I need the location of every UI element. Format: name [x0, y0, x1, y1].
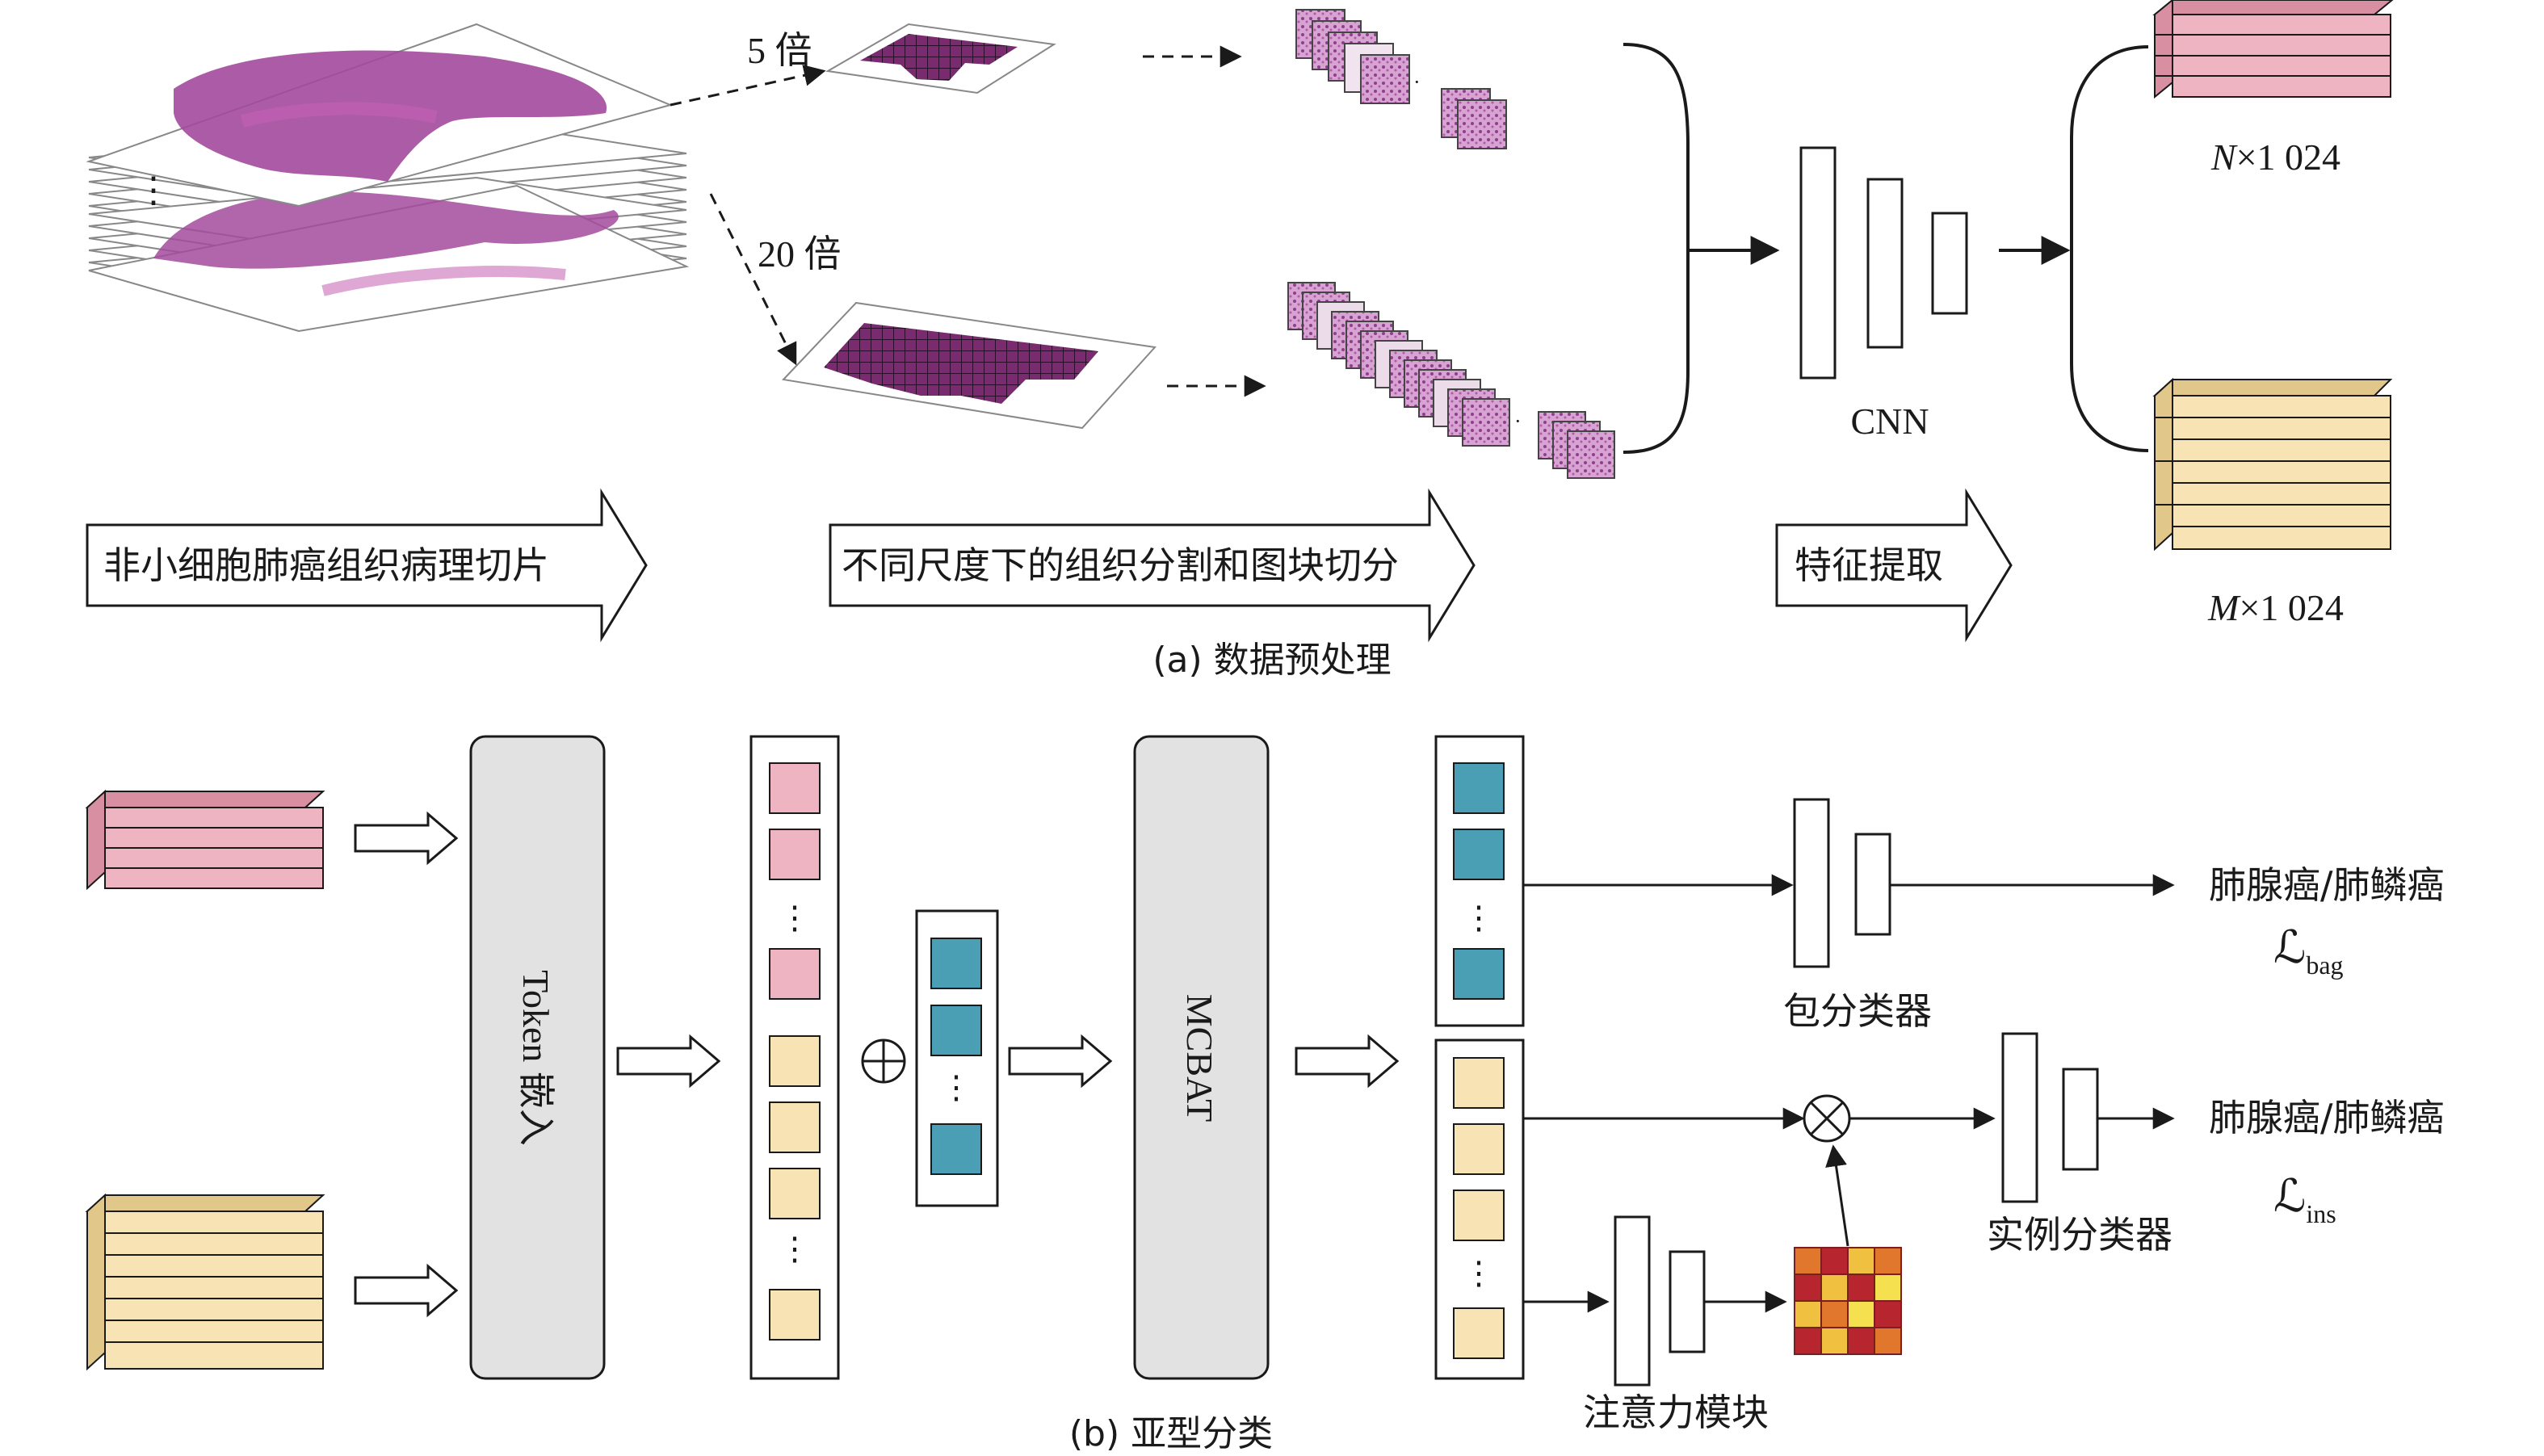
label-20x: 20 倍: [758, 233, 842, 275]
attention-module-block: [1614, 1215, 1706, 1387]
label-5x: 5 倍: [747, 30, 812, 71]
position-column: ⋮: [915, 909, 999, 1207]
stack-ellipsis: ⋮: [136, 170, 171, 210]
arrow-heatmap-to-multiply: [1825, 1144, 1849, 1247]
cnn-label: CNN: [1850, 401, 1929, 442]
svg-text:非小细胞肺癌组织病理切片: 非小细胞肺癌组织病理切片: [103, 543, 549, 587]
input-cube-m: [85, 1193, 325, 1371]
merge-brace: [1623, 43, 1690, 454]
svg-text:⋮: ⋮: [1463, 900, 1495, 936]
hollow-arrows: [354, 811, 1400, 1318]
instance-classifier-label: 实例分类器: [1987, 1213, 2172, 1257]
process-arrow-extract: 特征提取: [1775, 488, 2013, 643]
caption-b: (b) 亚型分类: [1069, 1413, 1273, 1454]
tiles-5x: [825, 23, 1056, 94]
svg-text:⋮: ⋮: [779, 900, 811, 936]
input-cube-n: [85, 789, 325, 891]
feature-cube-m: [2152, 377, 2393, 552]
feature-n-label: N×1 024: [2210, 136, 2340, 178]
svg-text:⋮: ⋮: [940, 1069, 972, 1106]
attention-heatmap: [1794, 1247, 1902, 1355]
output-label-top: 肺腺癌/肺鳞癌: [2209, 863, 2445, 907]
output-instance-column: ⋮: [1434, 1039, 1525, 1380]
arrow-to-20x: [709, 193, 797, 366]
slide-stack: ⋮: [86, 23, 690, 333]
patches-20x: ·: [1287, 282, 1615, 479]
mcbat-label: MCBAT: [1179, 994, 1220, 1122]
circle-plus-icon: [861, 1039, 906, 1084]
svg-text:·: ·: [1514, 409, 1522, 433]
token-embed-label: Token 嵌入: [515, 970, 556, 1146]
output-label-bottom: 肺腺癌/肺鳞癌: [2209, 1096, 2445, 1139]
split-brace: [2070, 45, 2149, 452]
svg-text:⋮: ⋮: [779, 1231, 811, 1267]
feature-cube-n: [2152, 0, 2394, 99]
arrow-to-5x: [670, 65, 826, 107]
svg-text:不同尺度下的组织分割和图块切分: 不同尺度下的组织分割和图块切分: [842, 543, 1399, 587]
loss-bag: ℒbag: [2273, 923, 2344, 980]
output-class-column: ⋮: [1434, 735, 1525, 1027]
bag-classifier-label: 包分类器: [1783, 989, 1932, 1033]
circle-times-icon: [1803, 1094, 1851, 1143]
feature-m-label: M×1 024: [2207, 587, 2344, 628]
svg-text:·: ·: [1413, 70, 1421, 94]
caption-a: (a) 数据预处理: [1152, 640, 1391, 681]
svg-text:⋮: ⋮: [1463, 1255, 1495, 1291]
svg-text:特征提取: 特征提取: [1795, 543, 1943, 587]
bag-classifier-block: [1793, 798, 1891, 968]
token-column: ⋮ ⋮: [749, 735, 840, 1380]
attention-module-label: 注意力模块: [1583, 1391, 1769, 1434]
token-embed-block: [469, 735, 606, 1380]
mcbat-block: [1133, 735, 1270, 1380]
cnn-block: [1799, 146, 1968, 380]
patches-5x: ·: [1295, 9, 1507, 149]
process-arrow-slides: 非小细胞肺癌组织病理切片: [86, 488, 648, 643]
tiles-20x: [781, 301, 1157, 430]
process-arrow-segment: 不同尺度下的组织分割和图块切分: [829, 488, 1476, 643]
instance-classifier-block: [2001, 1032, 2099, 1203]
loss-ins: ℒins: [2273, 1172, 2336, 1228]
